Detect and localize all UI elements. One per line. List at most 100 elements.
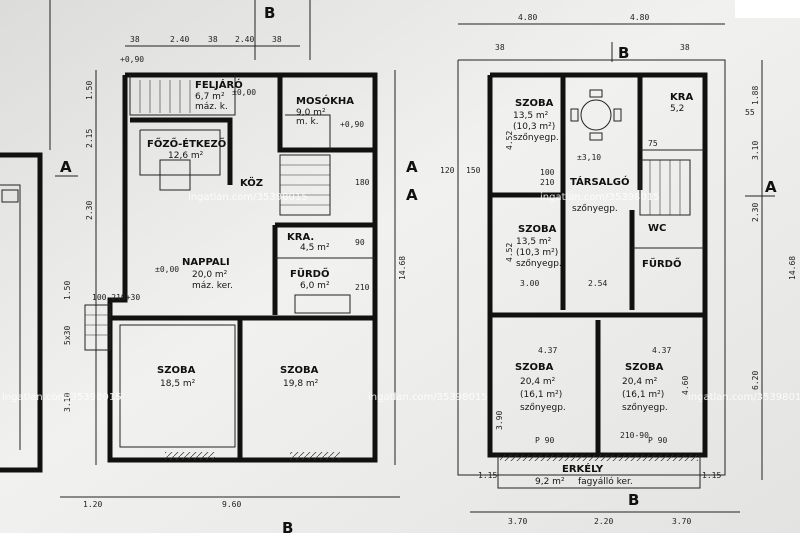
balcony-rail — [500, 455, 698, 461]
room-feljaro-name: FELJÁRÓ — [195, 78, 243, 91]
dim-side-right-3: 14.68 — [788, 256, 797, 280]
room-nappali-name: NAPPALI — [182, 257, 230, 268]
upper-stairs — [639, 159, 691, 216]
section-a-left: A — [60, 158, 72, 176]
kitchen-inner — [139, 129, 221, 176]
watermark-5: ingatlan.com/35398015 — [688, 392, 800, 403]
room-feljaro-area: 6,7 m² — [195, 92, 225, 102]
left-outer-wall — [107, 72, 378, 463]
room-szoba-r1-area2: (10,3 m²) — [513, 122, 555, 132]
dim-inner-7: 3.90 — [495, 411, 504, 430]
bathtub — [294, 294, 351, 314]
room-szoba-r2-name: SZOBA — [518, 224, 557, 235]
room-erkely-area: 9,2 m² — [535, 477, 565, 487]
room-szoba-r3-name: SZOBA — [515, 362, 554, 373]
laundry-inner — [285, 114, 331, 150]
watermarks: ingatlan.com/35398015 ingatlan.com/35398… — [2, 192, 800, 403]
dim-side-left-3: 1.50 — [63, 281, 72, 300]
room-szoba-r4-area2: (16,1 m²) — [622, 390, 664, 400]
room-szoba-r1-name: SZOBA — [515, 98, 554, 109]
watermark-3: ingatlan.com/35398015 — [2, 392, 122, 403]
section-a-mid: A — [406, 158, 418, 176]
dim-top-right-2: 38 — [495, 43, 505, 52]
dim-side-right-2: 2.30 — [751, 203, 760, 222]
room-szoba-2-name: SZOBA — [280, 365, 319, 376]
dim-top-left-2: 38 — [208, 35, 218, 44]
room-szoba-r1-area: 13,5 m² — [513, 111, 549, 121]
dim-bottom-right-1: 2.20 — [594, 517, 613, 526]
opening-right-4: 75 — [648, 139, 658, 148]
opening-right-7: P 90 — [648, 436, 667, 445]
dim-inner-1: 2.54 — [588, 279, 607, 288]
room-kra-name: KRA. — [287, 232, 314, 243]
room-szoba-r2-floor: szőnyegp. — [516, 259, 562, 269]
room-szoba-r4-area: 20,4 m² — [622, 377, 658, 387]
dim-side-left-0: 1.50 — [85, 81, 94, 100]
room-tarsalgo-name: TÁRSALGÓ — [570, 175, 630, 188]
window-bottom-right — [290, 452, 340, 460]
opening-right-5: 55 — [745, 108, 755, 117]
neighbor-wall — [0, 152, 43, 473]
opening-right-6: P 90 — [535, 436, 554, 445]
opening-right-2: 100 — [540, 168, 555, 177]
section-b-bottom-right: B — [628, 491, 639, 509]
dim-top-left-1: 2.40 — [170, 35, 189, 44]
bedroom-inner-left — [119, 324, 236, 448]
room-fozo-etkezo-area: 12,6 m² — [168, 151, 204, 161]
section-b-bottom-left: B — [282, 519, 293, 533]
section-a-right: A — [765, 178, 777, 196]
dim-inner-5: 4.52 — [505, 243, 514, 262]
elevation-4: ±0,00 — [155, 265, 179, 274]
dim-bottom-left-0: 1.20 — [83, 500, 102, 509]
dim-top-right-0: 4.80 — [518, 13, 537, 22]
room-nappali-area: 20,0 m² — [192, 270, 228, 280]
dim-side-left-1: 2.15 — [85, 129, 94, 148]
room-tarsalgo-floor: szőnyegp. — [572, 204, 618, 214]
right-plan: SZOBA 13,5 m² (10,3 m²) szőnyegp. TÁRSAL… — [406, 13, 797, 526]
neighbor-box — [1, 189, 19, 203]
room-nappali-floor: máz. ker. — [192, 281, 233, 291]
dim-side-left-5: 3.10 — [63, 393, 72, 412]
section-b-top-right: B — [618, 44, 629, 62]
balcony-outline — [497, 455, 701, 489]
dim-top-left-3: 2.40 — [235, 35, 254, 44]
entrance-stairs — [84, 304, 111, 351]
room-szoba-r4-name: SZOBA — [625, 362, 664, 373]
opening-right-0: 120 — [440, 166, 455, 175]
dim-inner-6: 4.60 — [681, 376, 690, 395]
room-szoba-2-area: 19,8 m² — [283, 379, 319, 389]
dim-side-right-4: 6.20 — [751, 371, 760, 390]
room-mosokha-name: MOSÓKHA — [296, 94, 354, 107]
dim-top-left-0: 38 — [130, 35, 140, 44]
dim-inner-4: 4.52 — [505, 131, 514, 150]
dim-bottom-right-0: 3.70 — [508, 517, 527, 526]
section-a-mid-2: A — [406, 186, 418, 204]
central-stairs — [279, 154, 331, 216]
dim-inner-3: 4.37 — [652, 346, 671, 355]
elevation-1: +0,90 — [120, 55, 144, 64]
opening-left-3: 210 — [355, 283, 370, 292]
dim-top-left-4: 38 — [272, 35, 282, 44]
room-koz-name: KÖZ — [240, 175, 263, 189]
dim-top-right-1: 4.80 — [630, 13, 649, 22]
dim-side-right-0: 1.88 — [751, 86, 760, 105]
room-szoba-r4-floor: szőnyegp. — [622, 403, 668, 413]
top-right-blank — [735, 0, 800, 18]
left-plan: FELJÁRÓ 6,7 m² máz. k. MOSÓKHA 9,0 m² m.… — [0, 0, 418, 533]
watermark-2: ingatlan.com/35398015 — [540, 192, 660, 203]
dining-table — [159, 159, 191, 191]
watermark-1: ingatlan.com/35398015 — [188, 192, 308, 203]
room-erkely-name: ERKÉLY — [562, 462, 604, 475]
room-szoba-r2-area: 13,5 m² — [516, 237, 552, 247]
opening-entrance: 100 210+30 — [92, 293, 140, 302]
room-mosokha-area: 9,0 m² — [296, 108, 326, 118]
opening-left-1: 180 — [355, 178, 370, 187]
opening-right-10: 1.15 — [702, 471, 721, 480]
opening-right-9: 1.15 — [478, 471, 497, 480]
elevation-2: ±0,00 — [232, 88, 256, 97]
watermark-4: ingatlan.com/35398015 — [368, 392, 488, 403]
dim-bottom-right-2: 3.70 — [672, 517, 691, 526]
laundry-wall — [277, 75, 375, 153]
